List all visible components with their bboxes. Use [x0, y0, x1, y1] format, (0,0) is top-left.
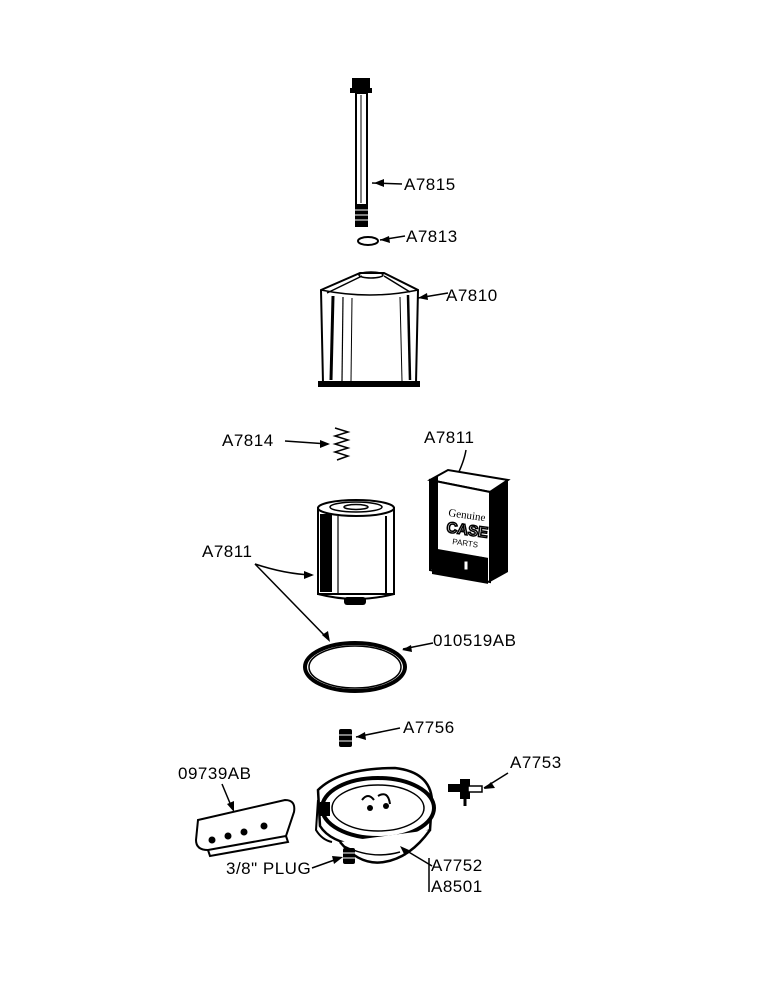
gasket-010519ab [303, 641, 407, 693]
filter-box-a7811: Genuine CASE PARTS [427, 468, 511, 584]
leader-a7811-gasket [254, 563, 328, 639]
label-a7810: A7810 [446, 286, 498, 305]
label-a7753: 09739AB [178, 764, 251, 783]
label-a7811-box: A7811 [424, 428, 474, 447]
fitting-a7756 [339, 729, 352, 747]
filter-element-a7811 [317, 499, 395, 605]
label-09739ab: A7753 [510, 753, 562, 772]
label-010519ab: 010519AB [433, 631, 516, 650]
bracket-a7753 [194, 798, 296, 858]
washer-a7813 [357, 236, 379, 246]
spring-a7814 [332, 427, 351, 461]
label-a7813: A7813 [406, 227, 458, 246]
cover-a7810 [318, 271, 420, 387]
box-brand-parts: PARTS [452, 537, 479, 550]
label-a7811-element: A7811 [202, 542, 252, 561]
label-a8501: A8501 [431, 877, 483, 896]
box-brand-genuine: Genuine [448, 507, 487, 524]
label-plug: 3/8" PLUG [226, 859, 311, 878]
label-a7815: A7815 [404, 175, 456, 194]
plug-3-8 [343, 848, 355, 864]
label-a7814: A7814 [222, 431, 274, 450]
label-a7752: A7752 [431, 856, 483, 875]
base-a7752 [314, 766, 436, 864]
label-a7756: A7756 [403, 718, 455, 737]
bolt-a7815 [350, 78, 372, 227]
petcock-09739ab [448, 779, 483, 806]
